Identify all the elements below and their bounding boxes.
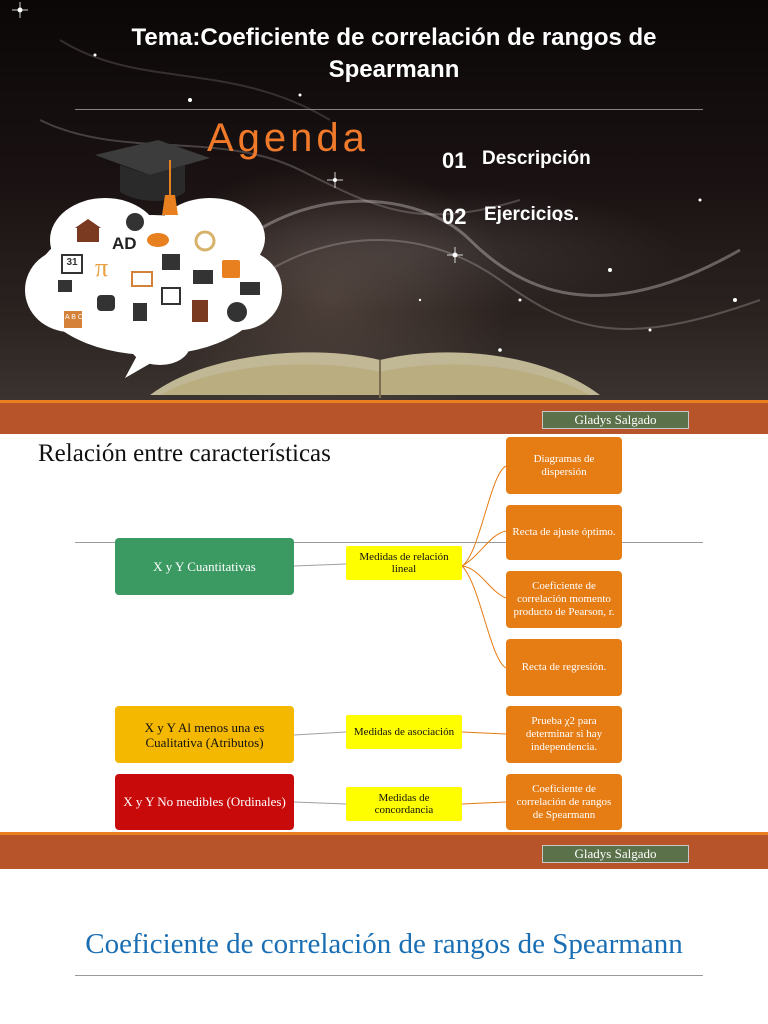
- title-divider: [75, 975, 703, 976]
- slide-title: Coeficiente de correlación de rangos de …: [85, 928, 683, 960]
- relation-slide: [0, 434, 768, 834]
- agenda-item-label: Ejercicios.: [484, 204, 580, 225]
- output-chi-square-test: Prueba χ2 para determinar si hay indepen…: [506, 706, 622, 763]
- abc-blocks-icon: A B C: [65, 314, 83, 321]
- agenda-item-label: Descripción: [482, 148, 591, 169]
- agenda-item-number: 02: [442, 204, 467, 229]
- letters-icon: AD: [112, 234, 137, 253]
- agenda-item-number: 01: [442, 148, 467, 173]
- agenda-slide: 31 π AD A B C Tema:Coeficiente de correl…: [0, 0, 768, 400]
- calendar-icon: 31: [66, 257, 78, 268]
- pi-icon: π: [95, 253, 109, 282]
- footer-band: Gladys Salgado: [0, 832, 768, 869]
- output-regression-line: Recta de regresión.: [506, 639, 622, 696]
- measure-concordance: Medidas de concordancia: [346, 787, 462, 821]
- output-best-fit-line: Recta de ajuste óptimo.: [506, 505, 622, 560]
- category-qualitative: X y Y Al menos una es Cualitativa (Atrib…: [115, 706, 294, 763]
- output-spearman-coefficient: Coeficiente de correlación de rangos de …: [506, 774, 622, 830]
- connector-lines: [293, 465, 507, 805]
- footer-band: Gladys Salgado: [0, 400, 768, 437]
- slide-title: Relación entre características: [38, 440, 331, 467]
- measure-association: Medidas de asociación: [346, 715, 462, 749]
- background-art: [12, 2, 761, 398]
- agenda-heading: Agenda: [207, 116, 369, 160]
- category-quantitative: X y Y Cuantitativas: [115, 538, 294, 595]
- output-scatter-diagrams: Diagramas de dispersión: [506, 437, 622, 494]
- measure-linear-relation: Medidas de relación lineal: [346, 546, 462, 580]
- author-label: Gladys Salgado: [542, 845, 689, 863]
- category-ordinal: X y Y No medibles (Ordinales): [115, 774, 294, 830]
- output-pearson-coefficient: Coeficiente de correlación momento produ…: [506, 571, 622, 628]
- title-divider: [75, 542, 703, 543]
- title-divider: [75, 109, 703, 110]
- author-label: Gladys Salgado: [542, 411, 689, 429]
- slide-title: Tema:Coeficiente de correlación de rango…: [131, 24, 657, 83]
